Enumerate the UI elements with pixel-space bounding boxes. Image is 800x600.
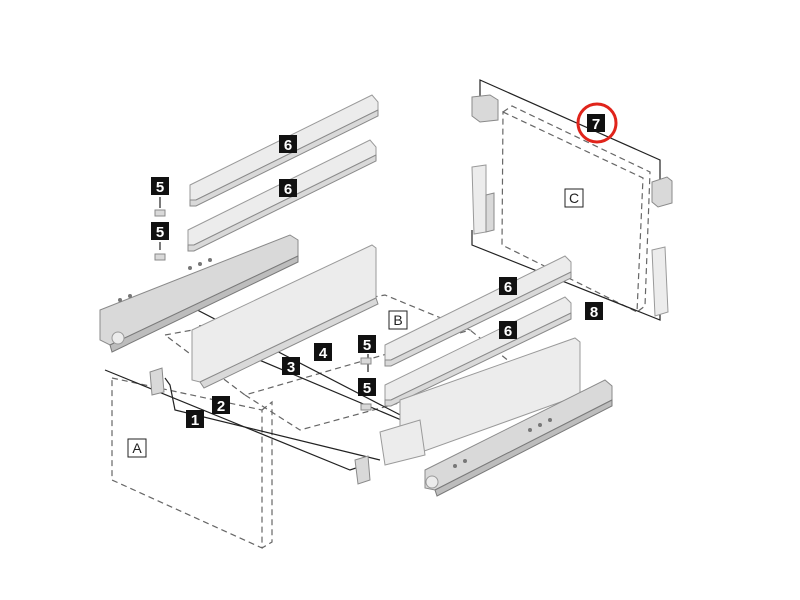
label-text: 6 — [284, 137, 292, 154]
runner-right — [424, 379, 613, 497]
label-part-7: 7 — [576, 102, 618, 144]
label-text: 7 — [592, 116, 600, 133]
label-text: 5 — [156, 224, 164, 241]
label-bolt-left-1: 5 — [151, 177, 169, 196]
label-text: C — [569, 190, 579, 206]
label-text: 5 — [363, 380, 371, 397]
label-panel-c: C — [564, 188, 584, 208]
front-bracket-left — [149, 367, 165, 396]
back-bracket-top-left — [471, 94, 499, 123]
front-bracket-right — [354, 419, 426, 485]
label-part-4: 4 — [314, 343, 332, 362]
label-panel-a: A — [127, 438, 147, 458]
panel-a-outline — [111, 377, 273, 549]
panel-c-outline — [501, 105, 651, 313]
label-text: 6 — [504, 323, 512, 340]
highlight-circle — [576, 102, 618, 144]
label-rod-right-2: 6 — [499, 321, 517, 340]
label-part-2: 2 — [212, 396, 230, 415]
label-text: 6 — [284, 181, 292, 198]
label-rod-right-1: 6 — [499, 277, 517, 296]
rod-right-2 — [384, 296, 572, 407]
label-text: 3 — [287, 359, 295, 376]
label-rod-top-1: 6 — [279, 135, 297, 154]
label-panel-b: B — [388, 310, 408, 330]
label-rod-top-2: 6 — [279, 179, 297, 198]
label-text: 5 — [156, 179, 164, 196]
bolt-icons — [154, 209, 372, 411]
label-text: 8 — [590, 304, 598, 321]
label-text: A — [132, 440, 142, 456]
label-text: 5 — [363, 337, 371, 354]
label-text: 2 — [217, 398, 225, 415]
label-text: 4 — [319, 345, 328, 362]
label-part-8: 8 — [585, 302, 603, 321]
rod-right-1 — [384, 255, 572, 367]
label-bolt-left-2: 5 — [151, 222, 169, 241]
drawer-side-left — [191, 244, 379, 389]
label-text: 1 — [191, 412, 199, 429]
back-bracket-side-right — [651, 246, 669, 317]
label-text: B — [393, 312, 402, 328]
label-bolt-mid-1: 5 — [358, 335, 376, 354]
runner-left — [99, 234, 299, 353]
label-text: 6 — [504, 279, 512, 296]
label-bolt-mid-2: 5 — [358, 378, 376, 397]
label-part-3: 3 — [282, 357, 300, 376]
label-part-1: 1 — [186, 410, 204, 429]
back-bracket-top-right — [651, 176, 673, 208]
back-bracket-side-left — [471, 164, 495, 235]
